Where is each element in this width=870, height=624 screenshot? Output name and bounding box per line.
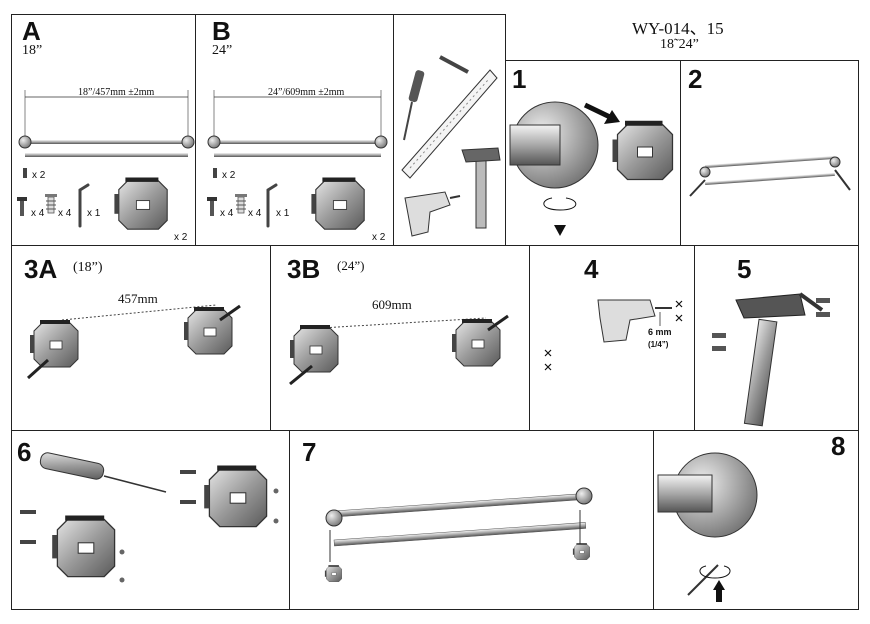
model-number: WY-014、15 (632, 19, 724, 38)
panel-step-4 (529, 245, 695, 431)
panel-a-qty-key: x 1 (87, 208, 101, 219)
step-6-screw-cap-icon (273, 488, 279, 494)
step-8-post (657, 474, 713, 513)
panel-a-anchor-icon (44, 193, 58, 214)
panel-step-2 (680, 60, 859, 246)
panel-a-letter: A (22, 16, 41, 46)
size-range: 18˜24” (660, 37, 699, 52)
step-3b-size: (24”) (337, 258, 365, 273)
step-6-screw-cap-icon (119, 577, 125, 583)
hammer-icon (461, 147, 501, 229)
step-6-screw-icon (20, 540, 36, 544)
panel-step-5 (694, 245, 859, 431)
step-8-hexkey-icon (687, 564, 719, 596)
screwdriver-icon (403, 70, 425, 141)
panel-b-dimension: 24”/609mm ±2mm (268, 87, 345, 98)
drill-size-inch: (1/4”) (648, 340, 669, 349)
step-6-bracket-left (51, 514, 116, 578)
step-6-screwdriver-icon (39, 452, 167, 493)
step-8-up-arrow-icon (713, 580, 725, 590)
step-2-number: 2 (688, 64, 703, 94)
step-1-down-arrow-icon (554, 225, 566, 236)
step-4-mark-icon (544, 363, 552, 371)
step-2-assembly (689, 155, 851, 197)
step-4-mark-icon (675, 314, 683, 322)
step-4-mark-icon (544, 349, 552, 357)
step-5-anchor-icon (816, 298, 830, 303)
step-3b-left-bracket (289, 324, 339, 373)
step-3b-number: 3B (287, 254, 321, 284)
step-7-bracket-right (572, 543, 590, 560)
step-3a-pencil-right (219, 304, 241, 322)
panel-a-qty-bracket: x 2 (174, 232, 188, 243)
panel-b-small-anchor-icon (213, 168, 217, 178)
step-6-screw-icon (180, 470, 196, 474)
step-3a-number: 3A (24, 254, 58, 284)
step-4-drill-icon (597, 299, 672, 343)
panel-b-qty-anchor: x 4 (248, 208, 262, 219)
step-4-number: 4 (584, 254, 599, 284)
panel-b-qty-key: x 1 (276, 208, 290, 219)
step-1-rotate-arrow-icon (543, 197, 577, 211)
step-6-number: 6 (17, 437, 32, 467)
step-1-post (509, 124, 561, 166)
panel-a-qty-screw: x 4 (31, 208, 45, 219)
step-1-arrow-icon (583, 102, 614, 121)
step-1-bracket (611, 120, 674, 181)
step-8-number: 8 (831, 431, 846, 461)
panel-a-bracket-icon (113, 176, 168, 230)
step-6-screw-cap-icon (119, 549, 125, 555)
pencil-icon (439, 55, 469, 74)
panel-b-qty-bracket: x 2 (372, 232, 386, 243)
ruler-icon (401, 69, 498, 179)
panel-b-towel-bar (207, 90, 388, 157)
panel-b-hexkey-icon (266, 183, 278, 228)
panel-b-qty-small-anchor: x 2 (222, 170, 236, 181)
panel-a-qty-anchor: x 4 (58, 208, 72, 219)
step-7-towel-bar (325, 487, 593, 562)
step-5-number: 5 (737, 254, 752, 284)
panel-a-qty-small-anchor: x 2 (32, 170, 46, 181)
step-5-anchor-icon (816, 312, 830, 317)
panel-a-size: 18” (22, 43, 43, 58)
step-6-bracket-right (203, 464, 268, 528)
step-7-number: 7 (302, 437, 317, 467)
step-7-bracket-left (324, 565, 342, 582)
step-6-screw-cap-icon (273, 518, 279, 524)
step-3b-distance: 609mm (372, 297, 412, 312)
panel-b-screw-icon (207, 197, 217, 216)
step-6-screw-icon (20, 510, 36, 514)
panel-b-letter: B (212, 16, 231, 46)
panel-b-anchor-icon (234, 193, 248, 214)
panel-a-hexkey-icon (78, 183, 90, 228)
panel-b-bracket-icon (310, 176, 365, 230)
step-3a-left-bracket (29, 319, 79, 368)
panel-b-size: 24” (212, 43, 233, 58)
step-4-mark-icon (675, 300, 683, 308)
step-1-number: 1 (512, 64, 527, 94)
step-3a-pencil-left (26, 358, 50, 380)
step-3b-pencil-right (487, 314, 509, 332)
step-5-hammer-icon (735, 292, 824, 427)
drill-size-mm: 6 mm (648, 327, 672, 337)
panel-a-dimension: 18”/457mm ±2mm (78, 87, 155, 98)
step-8-rotate-arrow-icon (699, 565, 731, 579)
step-3a-right-bracket (183, 306, 233, 355)
panel-a-towel-bar (18, 90, 195, 157)
step-3a-size: (18”) (73, 260, 103, 275)
panel-a-screw-icon (17, 197, 27, 216)
panel-a-small-anchor-icon (23, 168, 27, 178)
step-3a-distance: 457mm (118, 291, 158, 306)
drill-icon (404, 191, 461, 237)
panel-b-qty-screw: x 4 (220, 208, 234, 219)
step-6-screw-icon (180, 500, 196, 504)
step-3b-pencil-left (289, 364, 313, 386)
step-5-anchor-icon (712, 346, 726, 351)
step-5-anchor-icon (712, 333, 726, 338)
